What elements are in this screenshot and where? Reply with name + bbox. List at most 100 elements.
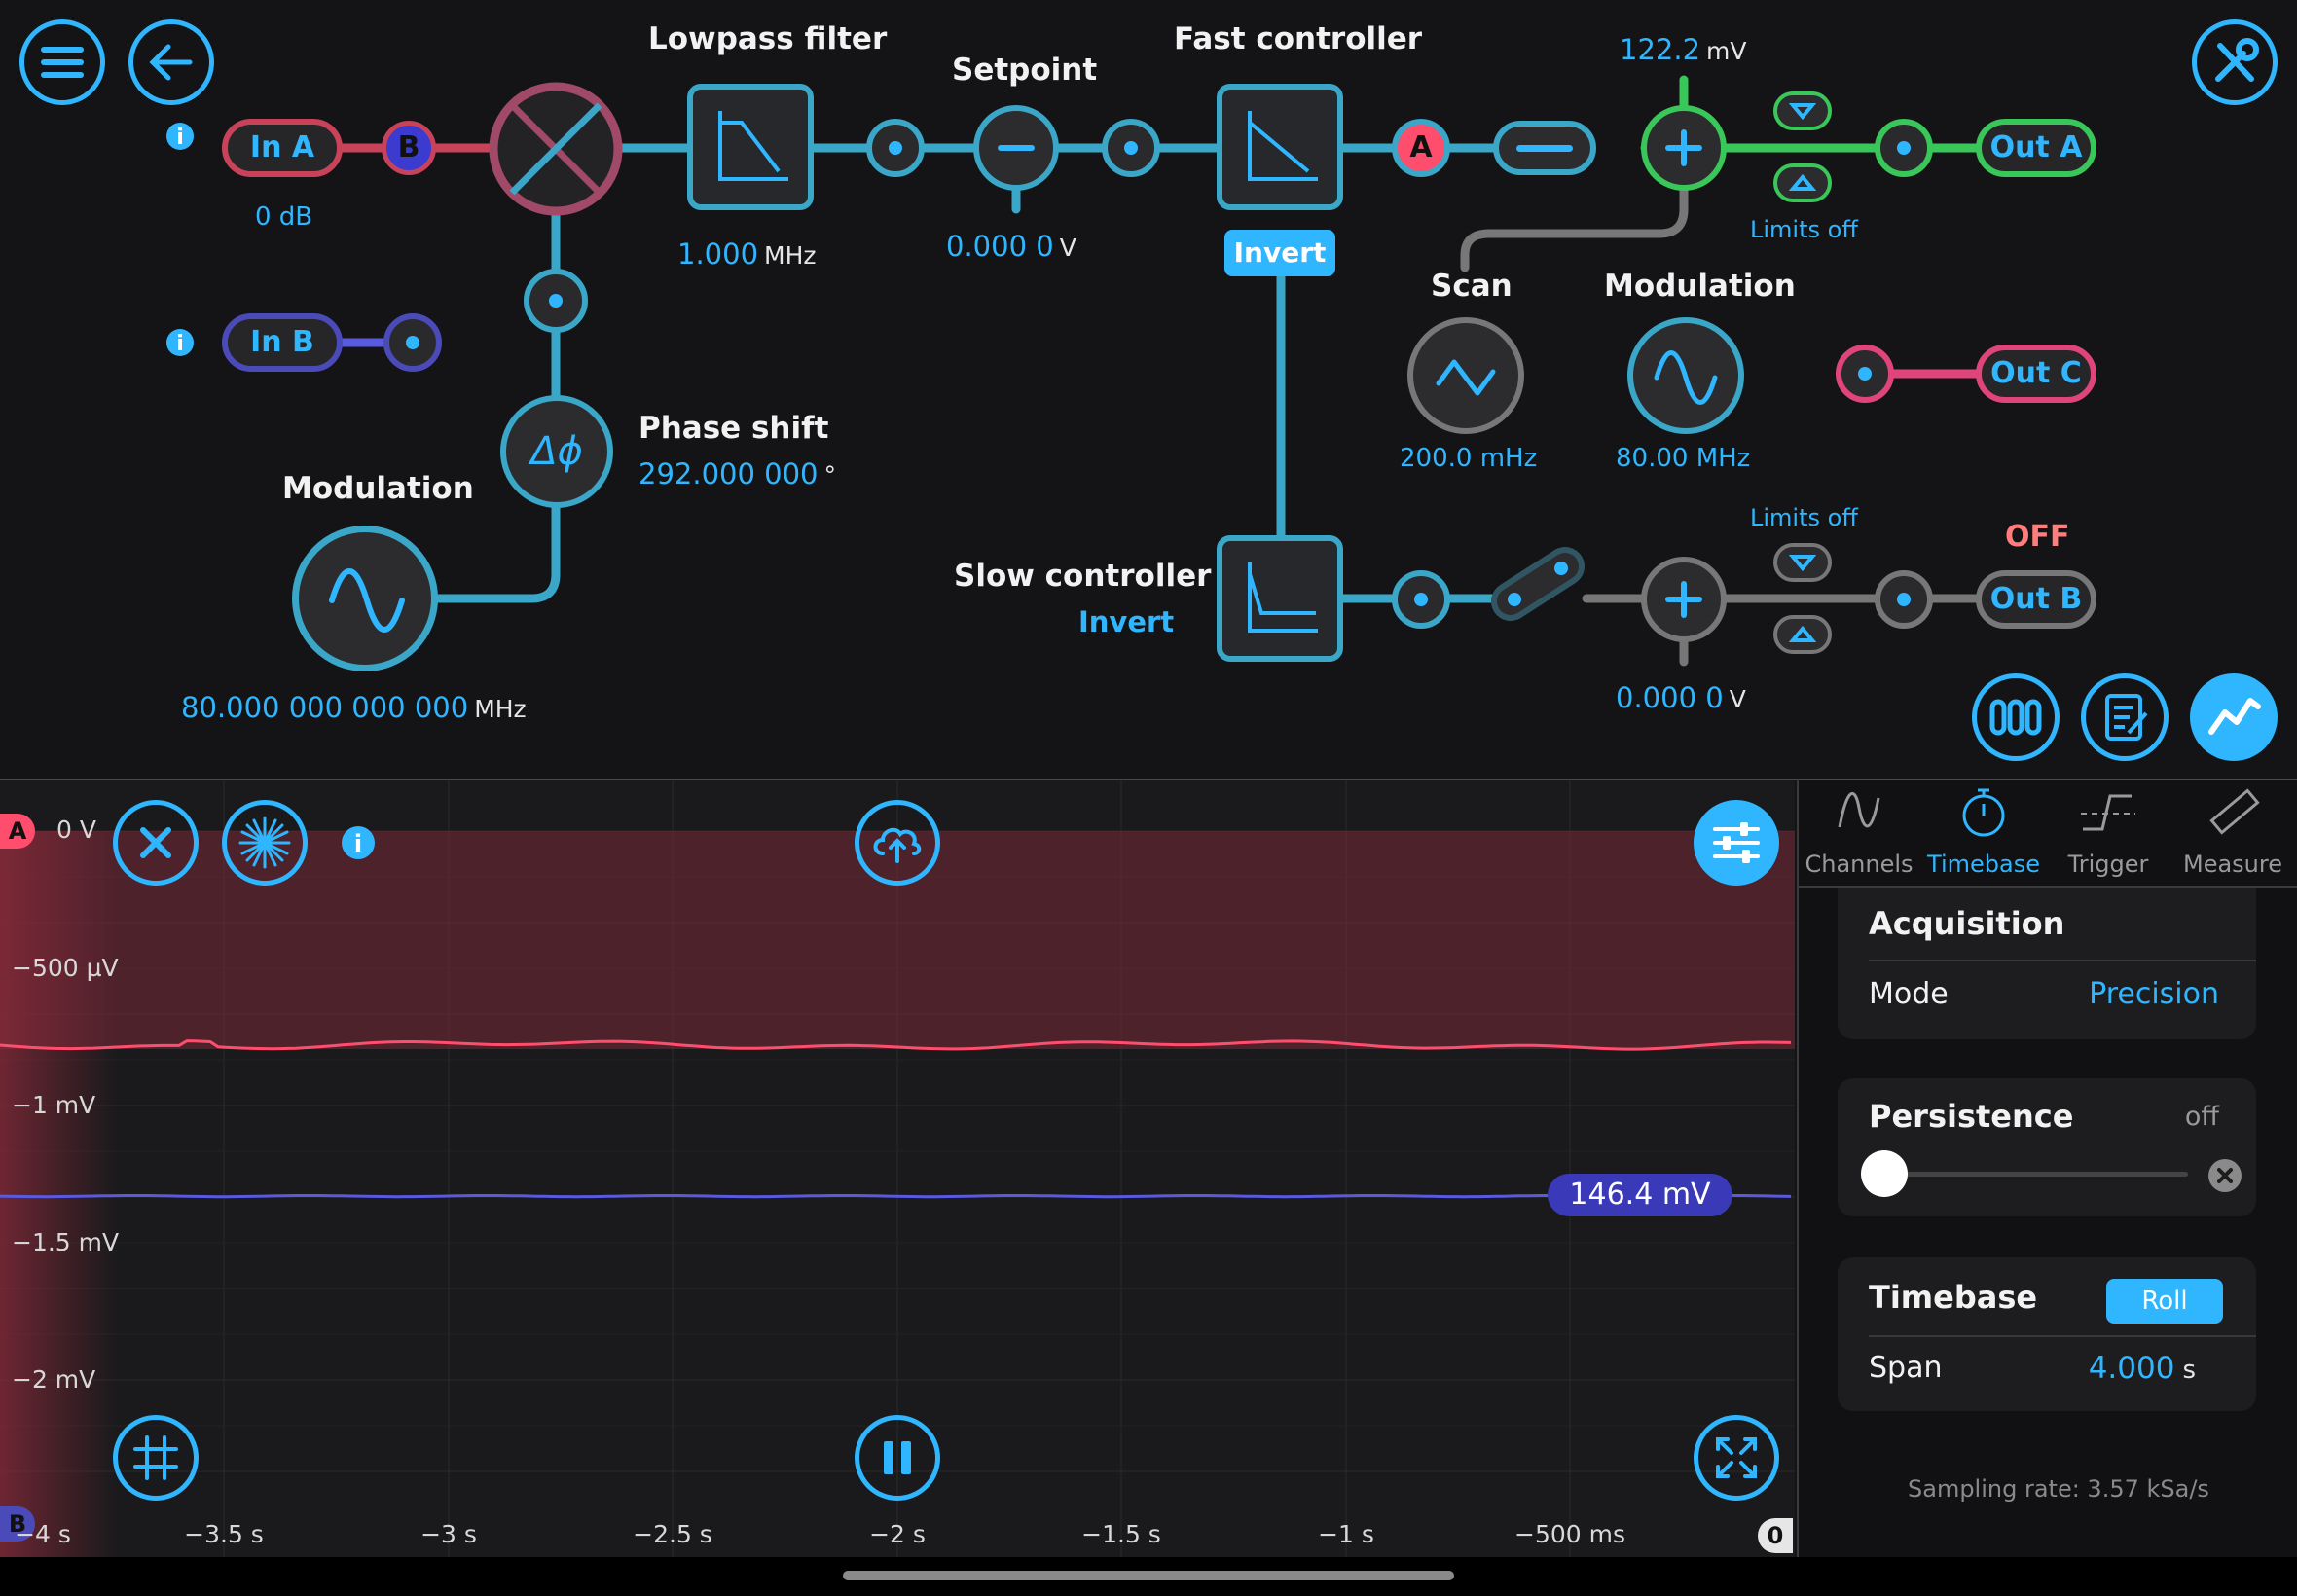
grid-icon	[1989, 699, 2042, 736]
svg-text:i: i	[176, 332, 184, 356]
lower-limit-b[interactable]	[1773, 615, 1832, 654]
upper-limit-a[interactable]	[1773, 91, 1832, 130]
in-b-button[interactable]: In B	[222, 313, 343, 372]
scope-settings-button[interactable]	[1694, 800, 1779, 886]
modulation-left-generator[interactable]	[292, 526, 438, 671]
setpoint-out-node[interactable]	[1102, 119, 1160, 177]
slow-controller-invert[interactable]: Invert	[1078, 605, 1175, 638]
info-icon-scope[interactable]: i	[341, 825, 376, 860]
back-button[interactable]	[128, 19, 214, 105]
fast-controller-block[interactable]	[1217, 84, 1343, 210]
summer-b[interactable]	[1641, 557, 1727, 642]
tab-channels[interactable]: Channels	[1797, 779, 1921, 886]
in-a-gain[interactable]: 0 dB	[255, 202, 313, 232]
out-a-button[interactable]: Out A	[1976, 119, 2096, 177]
fast-controller-invert[interactable]: Invert	[1224, 230, 1335, 276]
tab-measure[interactable]: Measure	[2170, 779, 2295, 886]
auto-button[interactable]	[222, 800, 308, 886]
out-b-status: OFF	[2005, 520, 2070, 554]
slow-controller-block[interactable]	[1217, 535, 1343, 662]
sine-wave-icon	[329, 568, 405, 633]
phase-shift-title: Phase shift	[638, 411, 829, 446]
out-c-node[interactable]	[1836, 345, 1894, 403]
stopwatch-icon	[1962, 788, 2005, 837]
slow-controller-icon	[1248, 562, 1318, 633]
out-b-button[interactable]: Out B	[1976, 570, 2096, 629]
trace-b-level-label[interactable]: 146.4 mV	[1548, 1174, 1732, 1216]
minus-icon	[998, 145, 1035, 151]
slow-out-node[interactable]	[1392, 570, 1450, 629]
upper-limit-b[interactable]	[1773, 543, 1832, 582]
out-a-node[interactable]	[1875, 119, 1933, 177]
mixer-phase-node[interactable]	[524, 269, 588, 333]
out-b-node[interactable]	[1875, 570, 1933, 629]
mode-value[interactable]: Precision	[2089, 977, 2219, 1011]
lowpass-filter-block[interactable]	[687, 84, 814, 210]
menu-button[interactable]	[19, 19, 105, 105]
channels-view-button[interactable]	[1972, 673, 2060, 761]
lowpass-title: Lowpass filter	[648, 21, 888, 56]
expand-icon	[1716, 1437, 1757, 1478]
scan-value[interactable]: 200.0 mHz	[1400, 444, 1538, 473]
phase-shift-block[interactable]: Δϕ	[500, 395, 613, 508]
fullscreen-button[interactable]	[1694, 1415, 1779, 1501]
starburst-icon	[238, 816, 291, 869]
upload-button[interactable]	[855, 800, 940, 886]
persistence-slider-track[interactable]	[1873, 1172, 2188, 1177]
roll-button[interactable]: Roll	[2106, 1279, 2223, 1324]
out-c-button[interactable]: Out C	[1976, 345, 2096, 403]
summer-a[interactable]	[1641, 105, 1727, 191]
tab-trigger[interactable]: Trigger	[2046, 779, 2170, 886]
clear-button[interactable]	[113, 800, 199, 886]
info-icon-in-a[interactable]: i	[165, 122, 195, 151]
notes-button[interactable]	[2081, 673, 2169, 761]
lower-limit-a[interactable]	[1773, 163, 1832, 202]
modulation-right-generator[interactable]	[1627, 317, 1744, 434]
clear-persistence-icon[interactable]	[2207, 1158, 2242, 1193]
offset-a-pill[interactable]	[1493, 121, 1596, 175]
y-tick-2: −1 mV	[12, 1091, 96, 1119]
marker-a[interactable]: A	[0, 814, 35, 849]
scan-generator[interactable]	[1407, 317, 1524, 434]
lowpass-out-node[interactable]	[866, 119, 925, 177]
x-tick-5: −1.5 s	[1081, 1520, 1161, 1548]
graph-button[interactable]	[2190, 673, 2278, 761]
sampling-rate: Sampling rate: 3.57 kSa/s	[1908, 1475, 2209, 1503]
zero-marker[interactable]: 0	[1758, 1518, 1793, 1553]
persistence-slider-thumb[interactable]	[1861, 1150, 1908, 1197]
in-a-b-badge[interactable]: B	[382, 121, 436, 175]
pause-button[interactable]	[855, 1415, 940, 1501]
home-indicator[interactable]	[843, 1571, 1454, 1580]
info-icon-in-b[interactable]: i	[165, 328, 195, 357]
marker-b[interactable]: B	[0, 1506, 35, 1542]
cursor-grid-button[interactable]	[113, 1415, 199, 1501]
x-tick-0: −4 s	[15, 1520, 71, 1548]
switch-icon[interactable]	[1489, 545, 1586, 623]
sliders-icon	[1713, 822, 1760, 863]
limits-a-label[interactable]: Limits off	[1750, 216, 1858, 243]
modulation-right-title: Modulation	[1604, 269, 1796, 304]
ruler-icon	[2209, 788, 2260, 835]
limits-b-label[interactable]: Limits off	[1750, 504, 1858, 531]
svg-text:i: i	[354, 830, 362, 857]
mixer-icon[interactable]	[487, 80, 625, 218]
in-a-button[interactable]: In A	[222, 119, 343, 177]
acquisition-title: Acquisition	[1869, 905, 2065, 942]
pause-icon	[884, 1441, 911, 1474]
tab-timebase[interactable]: Timebase	[1921, 779, 2046, 886]
x-tick-6: −1 s	[1318, 1520, 1374, 1548]
modulation-right-value[interactable]: 80.00 MHz	[1616, 444, 1751, 473]
channel-a-badge[interactable]: A	[1392, 119, 1450, 177]
setpoint-subtractor[interactable]	[973, 105, 1059, 191]
persistence-state: off	[2184, 1102, 2219, 1132]
settings-button[interactable]	[2192, 19, 2278, 105]
in-b-node[interactable]	[383, 313, 442, 372]
phase-shift-value[interactable]: 292.000 000°	[638, 457, 836, 490]
